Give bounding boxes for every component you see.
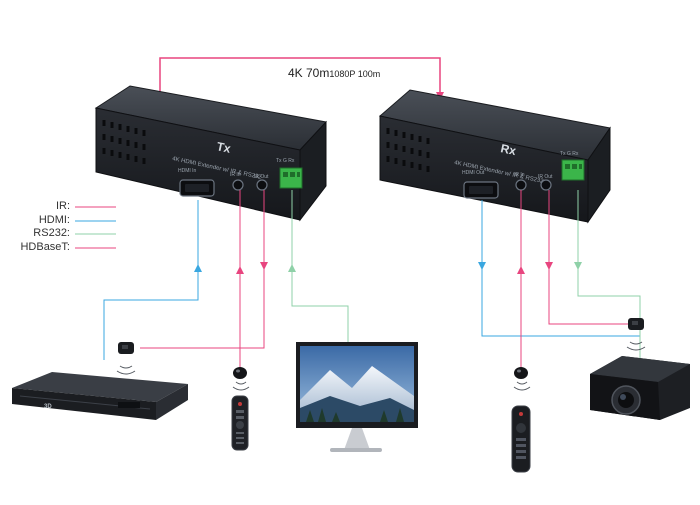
ir-signal-icon <box>116 341 646 391</box>
tx-rs232-terminal <box>279 167 303 189</box>
tx-ir-out-arrow <box>260 262 268 270</box>
rx-unit: Rx 4K HDMI Extender w/ IR & RS232 <box>378 89 611 224</box>
tx-ir-receiver <box>233 367 247 379</box>
rx-rs232-pin <box>572 164 577 169</box>
player-3d-badge: 3D <box>44 404 52 410</box>
rx-rs232-terminal <box>561 159 585 181</box>
tx-remote-control <box>231 395 249 451</box>
rx-port-label: HDMI Out <box>462 170 485 176</box>
rx-ir-in-arrow <box>517 266 525 274</box>
tx-hdmi-cable <box>103 200 199 360</box>
tx-rs232-pin <box>290 172 295 177</box>
tx-ir-in-jack <box>232 179 244 191</box>
tx-port-label: HDMI In <box>178 168 197 174</box>
rx-ir-out-jack <box>540 179 552 191</box>
rx-ir-in-jack <box>515 179 527 191</box>
tx-port-labels: HDMI In IR In IR Out Tx G Rx <box>178 158 295 180</box>
rx-ir-out-arrow <box>545 262 553 270</box>
tx-rs232-pin <box>283 172 288 177</box>
rx-remote-control <box>511 405 531 473</box>
rx-badge: Rx <box>499 141 517 158</box>
cable-label-1080p: 1080P 100m <box>329 69 381 79</box>
cable-label-4k: 4K 70 <box>288 66 320 80</box>
tx-rs232-cable <box>291 190 349 345</box>
tx-unit: Tx 4K HDMI Extender w/ IR & RS232 <box>94 85 327 222</box>
rx-port-label: IR Out <box>538 174 553 180</box>
rx-rs232-pin <box>579 164 582 169</box>
tx-port-label: IR Out <box>254 174 269 180</box>
rx-ir-out-cable <box>548 190 628 325</box>
tx-rs232-arrow <box>288 264 296 272</box>
tx-port-label: Tx G Rx <box>276 158 295 164</box>
rx-rs232-pin <box>565 164 570 169</box>
legend-label-hdbaset: HDBaseT: <box>20 241 70 253</box>
player-display <box>118 402 140 408</box>
cable-label-unit: m <box>319 66 330 80</box>
rx-port-label: Tx G Rx <box>560 151 579 157</box>
rx-port-labels: HDMI Out IR In IR Out Tx G Rx <box>462 151 579 180</box>
rx-port-label: IR In <box>514 172 525 178</box>
tx-ir-in-arrow <box>236 266 244 274</box>
tx-ir-emitter <box>118 342 134 354</box>
rx-ir-emitter <box>628 318 644 330</box>
hdbaset-cable <box>159 57 441 98</box>
bluray-player: 3D <box>12 372 188 420</box>
tx-ir-out-jack <box>256 179 268 191</box>
tx-badge: Tx <box>215 139 232 156</box>
cable-distance-label: 4K 70m1080P 100m <box>288 66 380 80</box>
tx-hdmi-arrow <box>194 264 202 272</box>
tx-vents <box>102 120 146 164</box>
rx-hdmi-cable <box>481 200 641 360</box>
legend-label-ir: IR: <box>55 200 70 212</box>
monitor <box>296 342 418 452</box>
rx-vents <box>386 128 430 172</box>
tx-port-label: IR In <box>230 172 241 178</box>
rx-ir-receiver <box>514 367 528 379</box>
legend-label-hdmi: HDMI: <box>38 214 70 226</box>
tx-rs232-pin <box>297 172 300 177</box>
rx-hdmi-port-inner <box>469 186 493 194</box>
tx-hdmi-port-inner <box>185 184 209 192</box>
rx-hdmi-arrow <box>478 262 486 270</box>
rx-rs232-arrow <box>574 262 582 270</box>
legend-label-rs232: RS232: <box>33 227 70 239</box>
projector <box>590 356 690 420</box>
tx-ir-out-cable <box>140 190 265 349</box>
